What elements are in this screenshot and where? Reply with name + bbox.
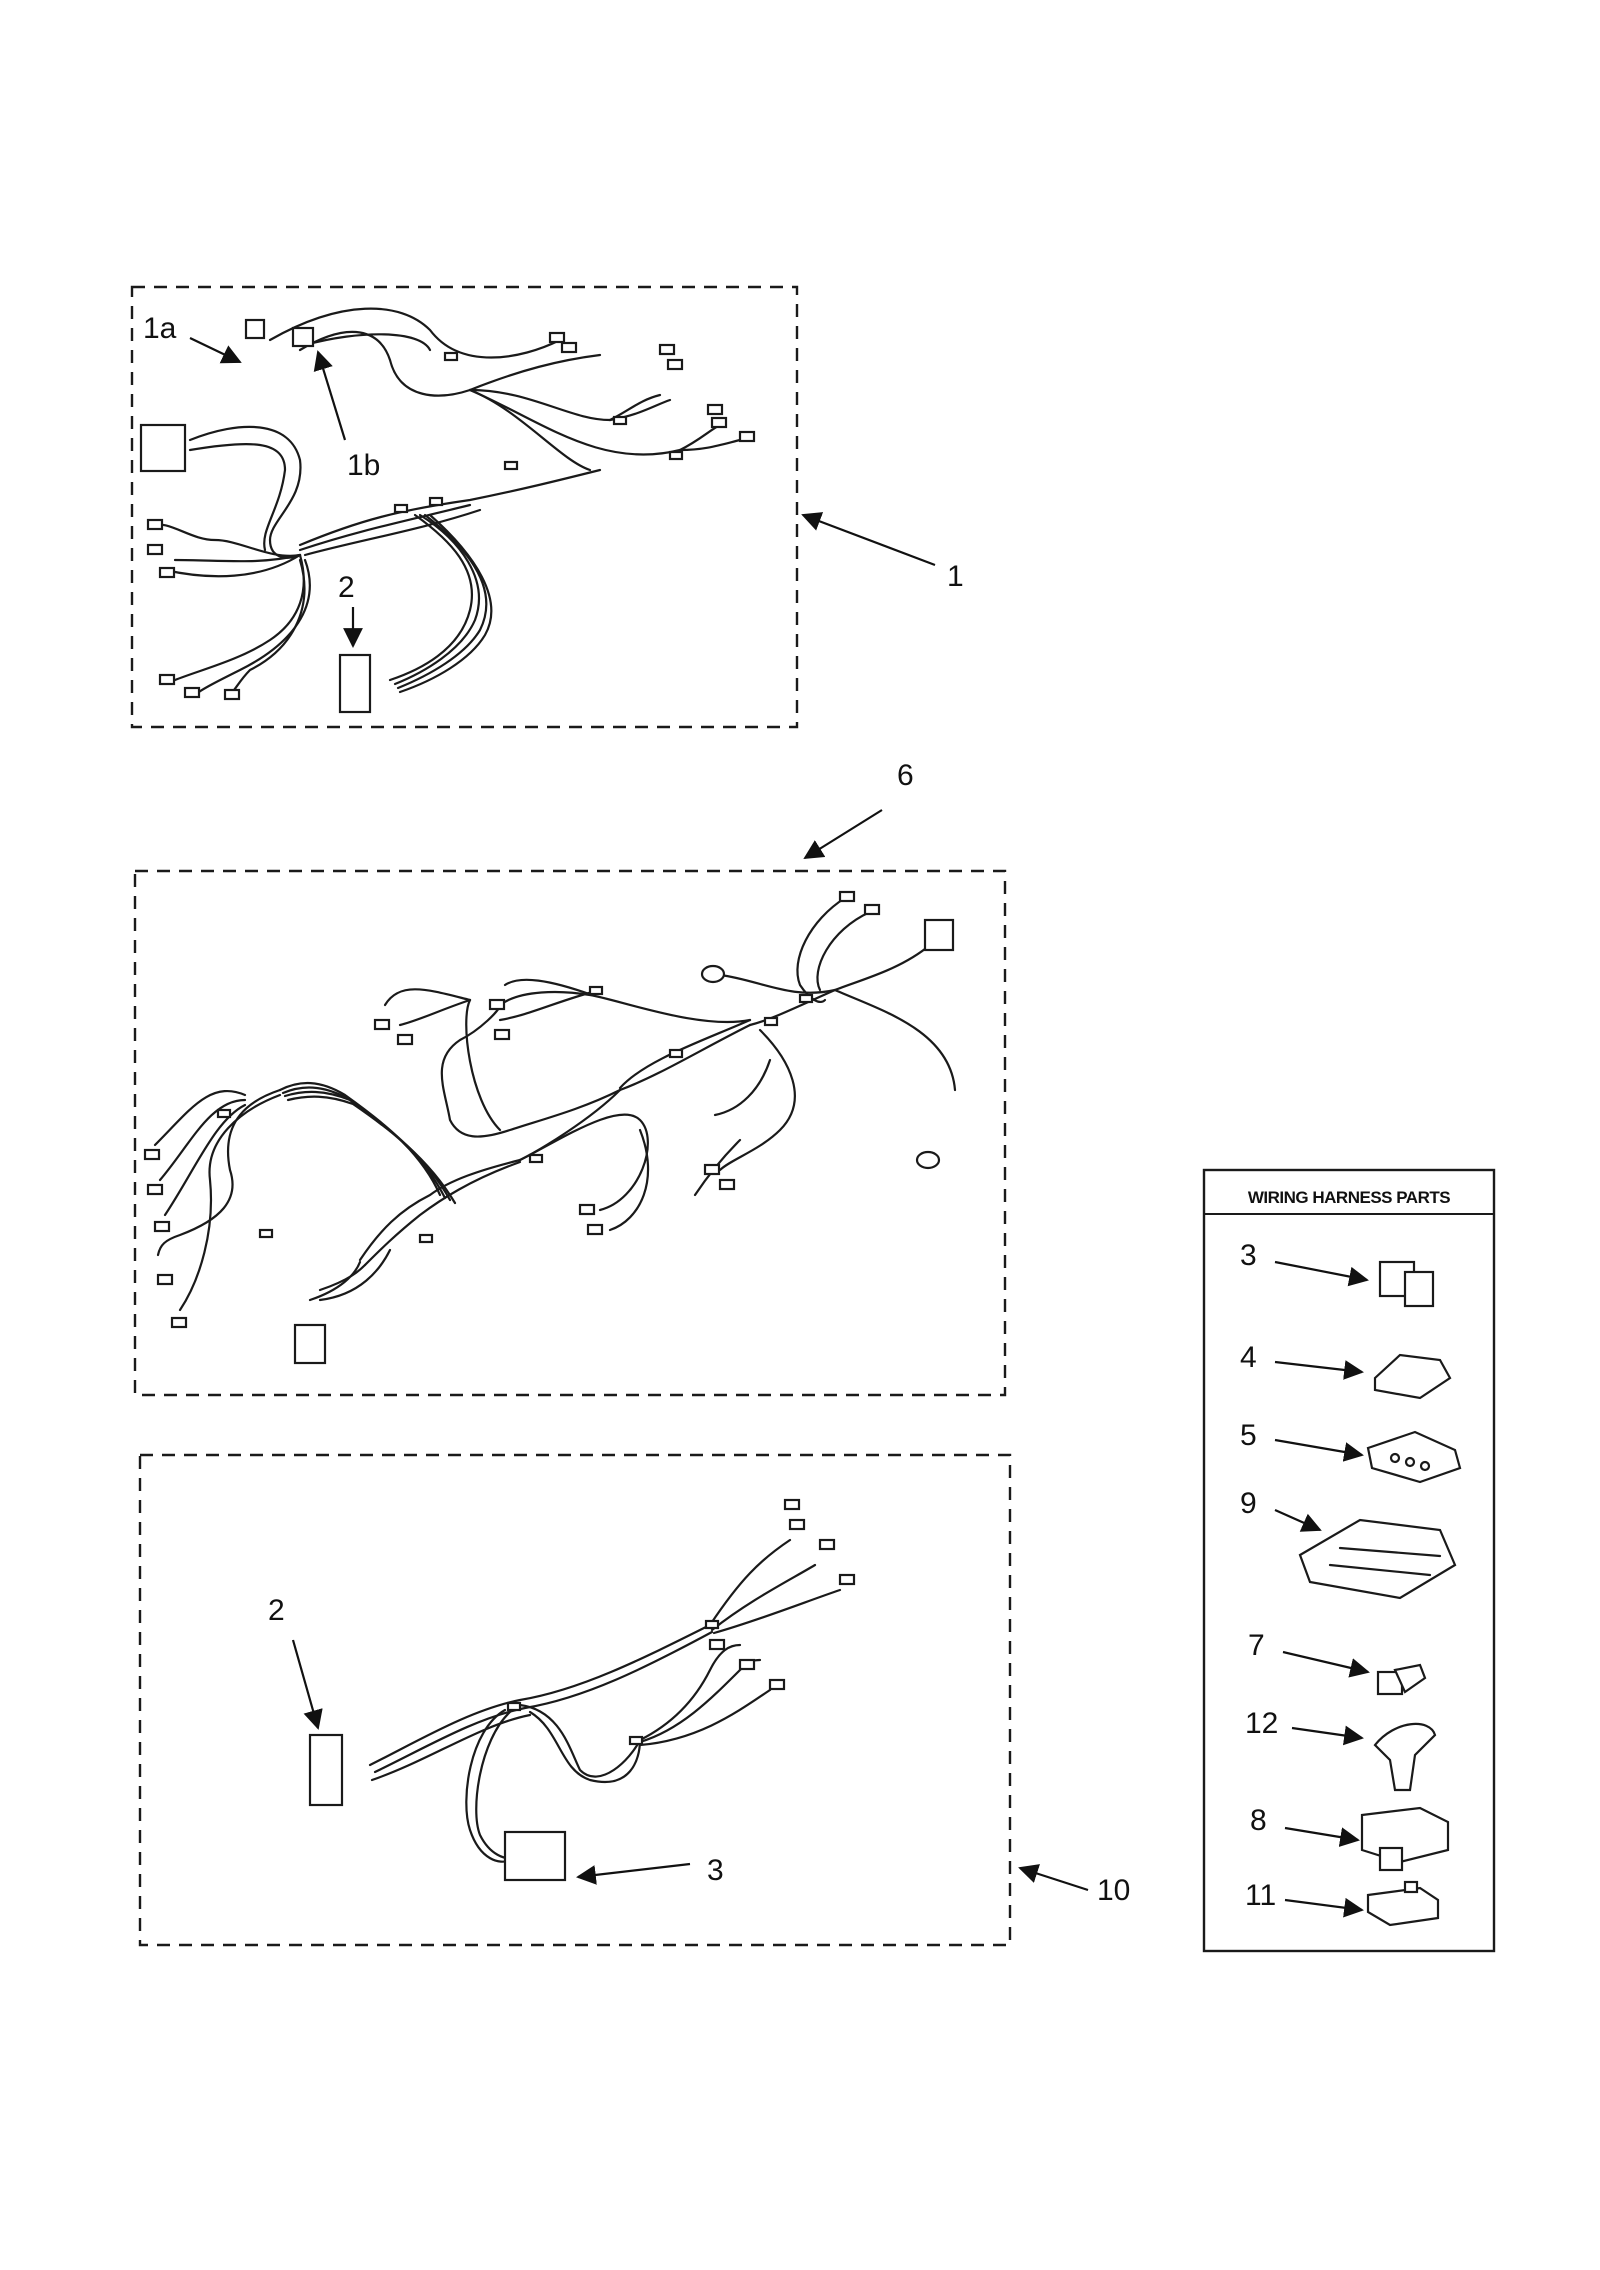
callout-2-top: 2 xyxy=(338,571,355,604)
callout-6: 6 xyxy=(897,759,914,792)
callout-10: 10 xyxy=(1097,1874,1130,1907)
callout-1a: 1a xyxy=(143,312,177,345)
part-12-icon xyxy=(1373,1722,1437,1792)
ring-terminal-2 xyxy=(915,1150,941,1170)
svg-text:9: 9 xyxy=(1240,1487,1257,1520)
connector-2-bottom xyxy=(308,1733,344,1807)
legend-title: WIRING HARNESS PARTS xyxy=(1248,1188,1450,1207)
connector-6-4pin xyxy=(293,1323,327,1365)
harness-1-group: 1a 1b 1 2 xyxy=(130,285,964,729)
harness-1-connectors xyxy=(139,318,756,714)
svg-text:12: 12 xyxy=(1245,1707,1278,1740)
harness-6-group: 6 xyxy=(133,759,1007,1397)
connector-3pin xyxy=(139,423,187,473)
legend-item-5: 5 xyxy=(1240,1419,1462,1484)
harness-6-wires xyxy=(153,896,957,1312)
connector-3-bottom xyxy=(503,1830,567,1882)
harness-1-boundary xyxy=(130,285,799,729)
legend-item-12: 12 xyxy=(1245,1707,1437,1792)
part-8-icon xyxy=(1360,1806,1450,1864)
part-4-icon xyxy=(1373,1353,1452,1400)
connector-2-top xyxy=(338,653,372,714)
harness-6-connectors xyxy=(143,890,955,1365)
part-5-icon xyxy=(1366,1430,1462,1484)
legend-item-9: 9 xyxy=(1240,1487,1457,1600)
legend-item-7: 7 xyxy=(1248,1629,1427,1696)
harness-10-connectors xyxy=(308,1498,856,1882)
wiring-harness-parts-legend: WIRING HARNESS PARTS 3 4 5 9 xyxy=(1202,1168,1496,1953)
legend-item-8: 8 xyxy=(1250,1804,1450,1872)
harness-10-boundary xyxy=(138,1453,1012,1947)
svg-text:11: 11 xyxy=(1245,1879,1276,1912)
harness-10-group: 2 3 10 xyxy=(138,1453,1130,1947)
connector-6-3pin xyxy=(923,918,955,952)
callout-1: 1 xyxy=(947,560,964,593)
part-9-icon xyxy=(1298,1518,1457,1600)
harness-6-boundary xyxy=(133,869,1007,1397)
svg-text:7: 7 xyxy=(1248,1629,1265,1662)
harness-10-wires xyxy=(368,1538,842,1863)
legend-item-3: 3 xyxy=(1240,1239,1435,1308)
callout-1b: 1b xyxy=(347,449,380,482)
connector-1a xyxy=(244,318,266,340)
svg-text:4: 4 xyxy=(1240,1341,1257,1374)
svg-text:5: 5 xyxy=(1240,1419,1257,1452)
svg-text:8: 8 xyxy=(1250,1804,1267,1837)
part-11-icon xyxy=(1366,1886,1440,1927)
harness-1-wires xyxy=(148,307,742,697)
connector-1b xyxy=(291,326,315,348)
ring-terminal-1 xyxy=(700,964,726,984)
callout-2-bottom: 2 xyxy=(268,1594,285,1627)
svg-text:3: 3 xyxy=(1240,1239,1257,1272)
legend-item-11: 11 xyxy=(1245,1879,1440,1927)
legend-item-4: 4 xyxy=(1240,1341,1452,1400)
callout-3-bottom: 3 xyxy=(707,1854,724,1887)
